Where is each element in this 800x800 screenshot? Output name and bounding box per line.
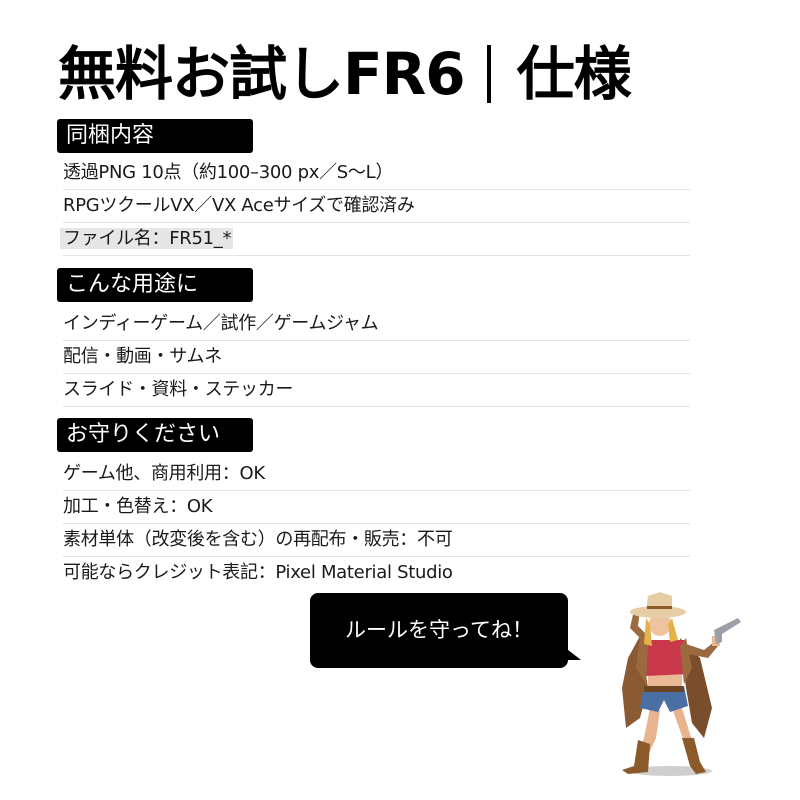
- uses-list: インディーゲーム／試作／ゲームジャム 配信・動画・サムネ スライド・資料・ステッ…: [63, 308, 690, 407]
- cowgirl-character-image: [622, 592, 741, 776]
- list-item: RPGツクールVX／VX Aceサイズで確認済み: [63, 190, 690, 223]
- rules-list: ゲーム他、商用利用：OK 加工・色替え：OK 素材単体（改変後を含む）の再配布・…: [63, 458, 690, 590]
- speech-bubble-tail: [563, 646, 581, 660]
- title-sub: 仕様: [516, 40, 632, 108]
- section-label-contents: 同梱内容: [57, 119, 253, 153]
- list-item: 素材単体（改変後を含む）の再配布・販売：不可: [63, 524, 690, 557]
- list-item: スライド・資料・ステッカー: [63, 374, 690, 407]
- list-item: 配信・動画・サムネ: [63, 341, 690, 374]
- list-item: 透過PNG 10点（約100–300 px／S〜L）: [63, 157, 690, 190]
- list-item: ゲーム他、商用利用：OK: [63, 458, 690, 491]
- title-divider: [486, 44, 491, 103]
- list-item: インディーゲーム／試作／ゲームジャム: [63, 308, 690, 341]
- page-title: 無料お試しFR6 仕様: [58, 34, 632, 114]
- list-item: 可能ならクレジット表記：Pixel Material Studio: [63, 562, 453, 583]
- list-item: 加工・色替え：OK: [63, 491, 690, 524]
- contents-list: 透過PNG 10点（約100–300 px／S〜L） RPGツクールVX／VX …: [60, 157, 690, 256]
- speech-bubble: ルールを守ってね！: [310, 593, 581, 668]
- title-main: 無料お試しFR6: [58, 40, 466, 108]
- section-label-rules: お守りください: [57, 418, 253, 452]
- section-label-uses: こんな用途に: [57, 268, 253, 302]
- speech-bubble-text: ルールを守ってね！: [345, 618, 533, 642]
- list-item: ファイル名：FR51_*: [60, 223, 690, 256]
- filename-highlight: ファイル名：FR51_*: [60, 228, 234, 249]
